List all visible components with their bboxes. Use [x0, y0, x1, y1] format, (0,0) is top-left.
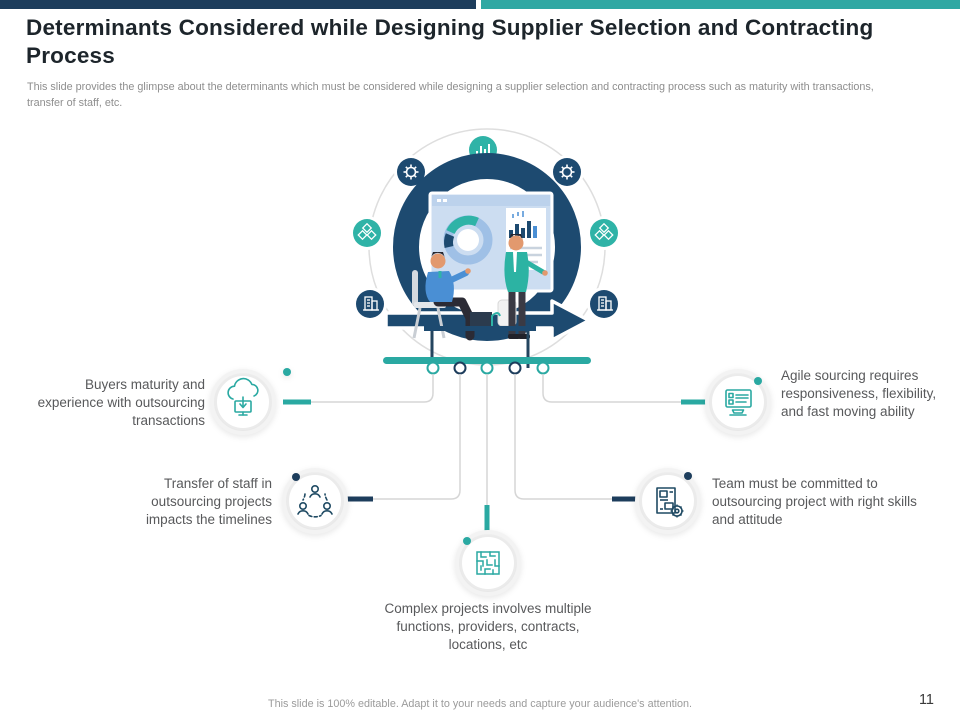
callout-icon-circle-3	[705, 369, 771, 435]
gear-icon	[403, 164, 419, 180]
accent-dot	[283, 368, 291, 376]
top-accent-bar-navy	[0, 0, 476, 9]
accent-dot	[292, 473, 300, 481]
donut-chart-graphic	[443, 215, 493, 265]
timeline-node	[480, 361, 494, 375]
maze-icon	[476, 551, 500, 575]
team-network-icon	[297, 484, 333, 518]
page-number: 11	[918, 692, 934, 708]
building-icon	[597, 296, 613, 311]
building-icon	[363, 296, 379, 311]
timeline-node	[508, 361, 522, 375]
timeline-node	[453, 361, 467, 375]
connector-accents	[283, 399, 709, 532]
cubes-icon	[357, 222, 377, 241]
top-accent-bar-teal	[481, 0, 960, 9]
connector-lines	[311, 374, 681, 505]
callout-icon-circle-5	[455, 530, 521, 596]
callout-label-team-commitment: Team must be committed to outsourcing pr…	[712, 476, 917, 527]
slide-subtitle: This slide provides the glimpse about th…	[27, 81, 874, 109]
accent-dot	[684, 472, 692, 480]
document-gear-icon	[656, 487, 684, 518]
accent-dot	[754, 377, 762, 385]
standing-figure	[497, 234, 548, 339]
callout-label-buyers-maturity: Buyers maturity and experience with outs…	[37, 377, 205, 428]
cubes-badge	[587, 216, 621, 250]
seated-figure	[412, 252, 475, 341]
timeline-node	[426, 361, 440, 375]
gear-badge	[394, 155, 428, 189]
timeline-nodes	[426, 361, 550, 375]
accent-dot	[463, 537, 471, 545]
callout-icon-circle-4	[635, 468, 701, 534]
callout-label-transfer-of-staff: Transfer of staff in outsourcing project…	[145, 476, 272, 527]
callout-label-agile-sourcing: Agile sourcing requires responsiveness, …	[781, 368, 937, 419]
building-badge	[587, 287, 621, 321]
cubes-badge	[350, 216, 384, 250]
gear-badge	[550, 155, 584, 189]
page-title: Determinants Considered while Designing …	[26, 15, 874, 69]
footer-note: This slide is 100% editable. Adapt it to…	[267, 698, 692, 710]
callout-label-complex-projects: Complex projects involves multiple funct…	[384, 601, 592, 652]
gear-icon	[559, 164, 575, 180]
cloud-download-monitor-icon	[227, 377, 259, 416]
callout-icon-circle-2	[282, 468, 348, 534]
monitor-checklist-icon	[725, 389, 752, 416]
timeline-node	[536, 361, 550, 375]
cubes-icon	[594, 222, 614, 241]
callout-icon-circle-1	[210, 368, 291, 435]
building-badge	[353, 287, 387, 321]
